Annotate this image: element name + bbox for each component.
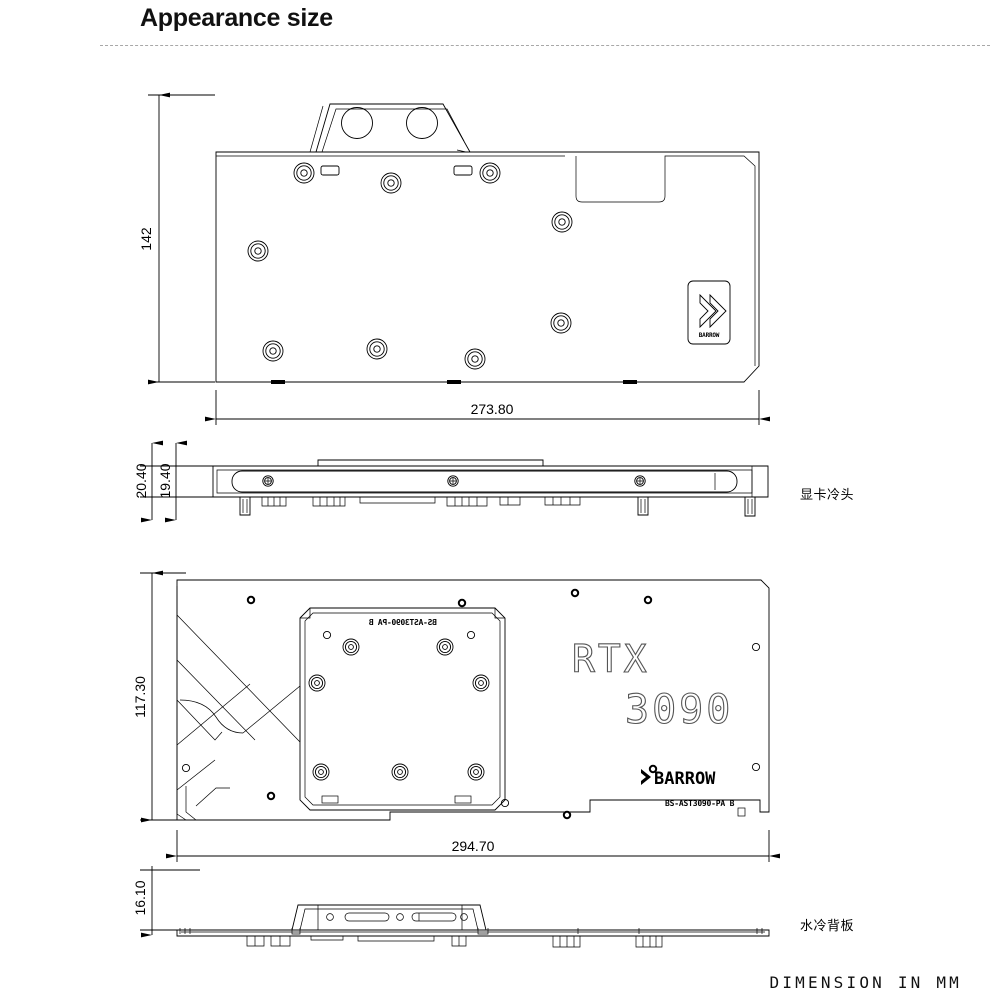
backplate-side-block-edges xyxy=(317,905,463,930)
part-number-marker xyxy=(737,807,746,817)
backplate-left-inner xyxy=(176,586,187,821)
dimension-label-backplate-width: 294.70 xyxy=(452,838,495,854)
side-window-channel xyxy=(231,470,738,493)
connector-slot-right xyxy=(453,165,473,176)
block-bottom-tabs xyxy=(271,380,637,384)
dimension-block-thickness: 20.40 19.40 xyxy=(133,440,230,523)
terminal-right-chamfer xyxy=(456,149,467,153)
side-body-outline xyxy=(212,465,769,498)
coldplate-mount-inner xyxy=(304,612,501,806)
terminal-outline xyxy=(315,103,471,153)
dimension-label-thickness-outer: 20.40 xyxy=(133,463,149,498)
side-hole-2 xyxy=(396,913,404,921)
side-screw-1 xyxy=(262,475,274,487)
block-notch-outline xyxy=(575,155,756,366)
backplate-side-block xyxy=(291,904,487,931)
coldplate-mount-outline xyxy=(299,607,506,811)
view-backplate-top: 117.30 294.70 xyxy=(132,570,780,862)
side-standoff-legs xyxy=(239,497,756,517)
side-pin-rows xyxy=(261,497,581,507)
dimension-block-width: 273.80 xyxy=(205,390,770,425)
dimension-label-backplate-thickness: 16.10 xyxy=(132,880,148,915)
side-screw-2 xyxy=(447,475,459,487)
label-waterblock-cn: 显卡冷头 xyxy=(800,488,855,503)
dimension-label-thickness-inner: 19.40 xyxy=(157,463,173,498)
barrow-badge: BARROW xyxy=(687,280,731,345)
coldplate-chamfers xyxy=(300,608,505,619)
dimension-block-height: 142 xyxy=(138,92,215,385)
side-slot-2 xyxy=(411,912,457,922)
side-hole-3 xyxy=(460,913,468,921)
terminal-inner-outline xyxy=(321,108,465,153)
backplate-barrow-wordmark: BARROW xyxy=(641,769,716,789)
badge-brand-text: BARROW xyxy=(699,332,720,339)
dimension-label-block-width: 273.80 xyxy=(471,401,514,417)
dimension-label-block-height: 142 xyxy=(138,227,154,251)
dimension-label-backplate-height: 117.30 xyxy=(132,676,148,718)
coldplate-screw-holes xyxy=(308,630,490,781)
block-body-outline xyxy=(215,151,760,383)
block-screw-holes xyxy=(247,162,573,370)
view-waterblock-side: 20.40 19.40 xyxy=(133,440,769,523)
dimension-backplate-thickness: 16.10 xyxy=(132,866,200,938)
backplate-part-number: BS-AST3090-PA B xyxy=(665,799,735,808)
side-screw-3 xyxy=(634,475,646,487)
backplate-side-block-inner xyxy=(299,908,479,931)
coldplate-bottom-slots xyxy=(321,795,472,804)
side-body-inner xyxy=(216,469,753,494)
dimension-backplate-width: 294.70 xyxy=(166,830,780,862)
brand-barrow-text: BARROW xyxy=(654,769,716,789)
coldplate-part-number-mirrored: BS-AST3090-PA B xyxy=(369,618,437,627)
side-hole-1 xyxy=(326,913,334,921)
brand-rtx-text: RTX xyxy=(572,637,650,681)
connector-slot-left xyxy=(320,165,340,176)
side-top-strip xyxy=(317,459,544,467)
backplate-rib-pattern xyxy=(176,614,301,807)
backplate-corner-step xyxy=(185,786,197,821)
backplate-outline xyxy=(176,579,770,821)
side-slot-1 xyxy=(344,912,390,922)
dimension-backplate-height: 117.30 xyxy=(132,570,186,823)
fitting-port-left xyxy=(341,107,373,139)
view-waterblock-top: 142 273.80 xyxy=(138,92,770,425)
backplate-side-plate xyxy=(176,929,770,937)
backplate-side-pins xyxy=(179,928,763,948)
view-backplate-side: 16.10 xyxy=(132,866,770,948)
terminal-left-chamfer xyxy=(309,105,324,153)
title-divider xyxy=(100,45,990,46)
label-backplate-cn: 水冷背板 xyxy=(800,919,855,934)
footer-dimension-note: DIMENSION IN MM xyxy=(769,973,962,992)
brand-3090-text: 3090 xyxy=(625,687,733,733)
fitting-port-right xyxy=(406,107,438,139)
page-title: Appearance size xyxy=(140,4,333,32)
